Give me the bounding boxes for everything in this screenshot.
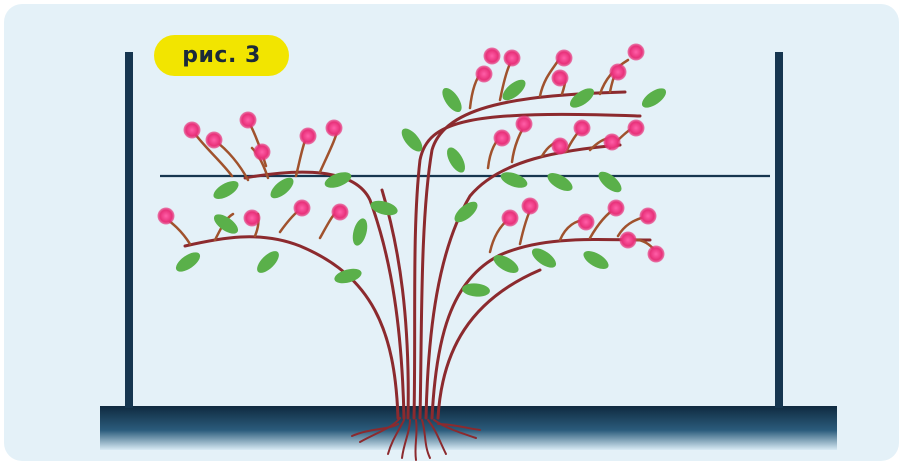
flower [206,132,223,149]
leaf [499,169,530,191]
flower [254,144,271,161]
flower [610,64,627,81]
flower [640,208,657,225]
leaf [350,217,370,247]
flower [628,120,645,137]
flower [158,208,175,225]
trellis-post-left [125,52,133,408]
leaf [581,247,612,272]
flower [620,232,637,249]
flower [494,130,511,147]
leaf [323,169,354,191]
leaf [545,169,576,194]
leaf [567,85,597,112]
flower [326,120,343,137]
flower [300,128,317,145]
flower [516,116,533,133]
flower [552,138,569,155]
leaf [639,85,669,112]
flower [476,66,493,83]
leaf [267,174,297,202]
flower [628,44,645,61]
leaf [595,168,625,196]
trellis-post-right [775,52,783,408]
flower [332,204,349,221]
leaf [254,248,283,277]
flower [574,120,591,137]
leaf [211,211,241,238]
flower [578,214,595,231]
leaf [173,249,203,276]
flower [504,50,521,67]
flower [484,48,501,65]
leaf [529,245,559,272]
flower [648,246,665,263]
flower [552,70,569,87]
flower [502,210,519,227]
flower [522,198,539,215]
leaf [443,145,468,176]
leaf [211,177,242,202]
flower [184,122,201,139]
flower [608,200,625,217]
leaf [491,251,522,276]
flower [244,210,261,227]
flower [240,112,257,129]
flower [556,50,573,67]
leaf [439,85,466,115]
flower [294,200,311,217]
leaves [173,76,669,298]
flower [604,134,621,151]
leaf [333,266,363,286]
